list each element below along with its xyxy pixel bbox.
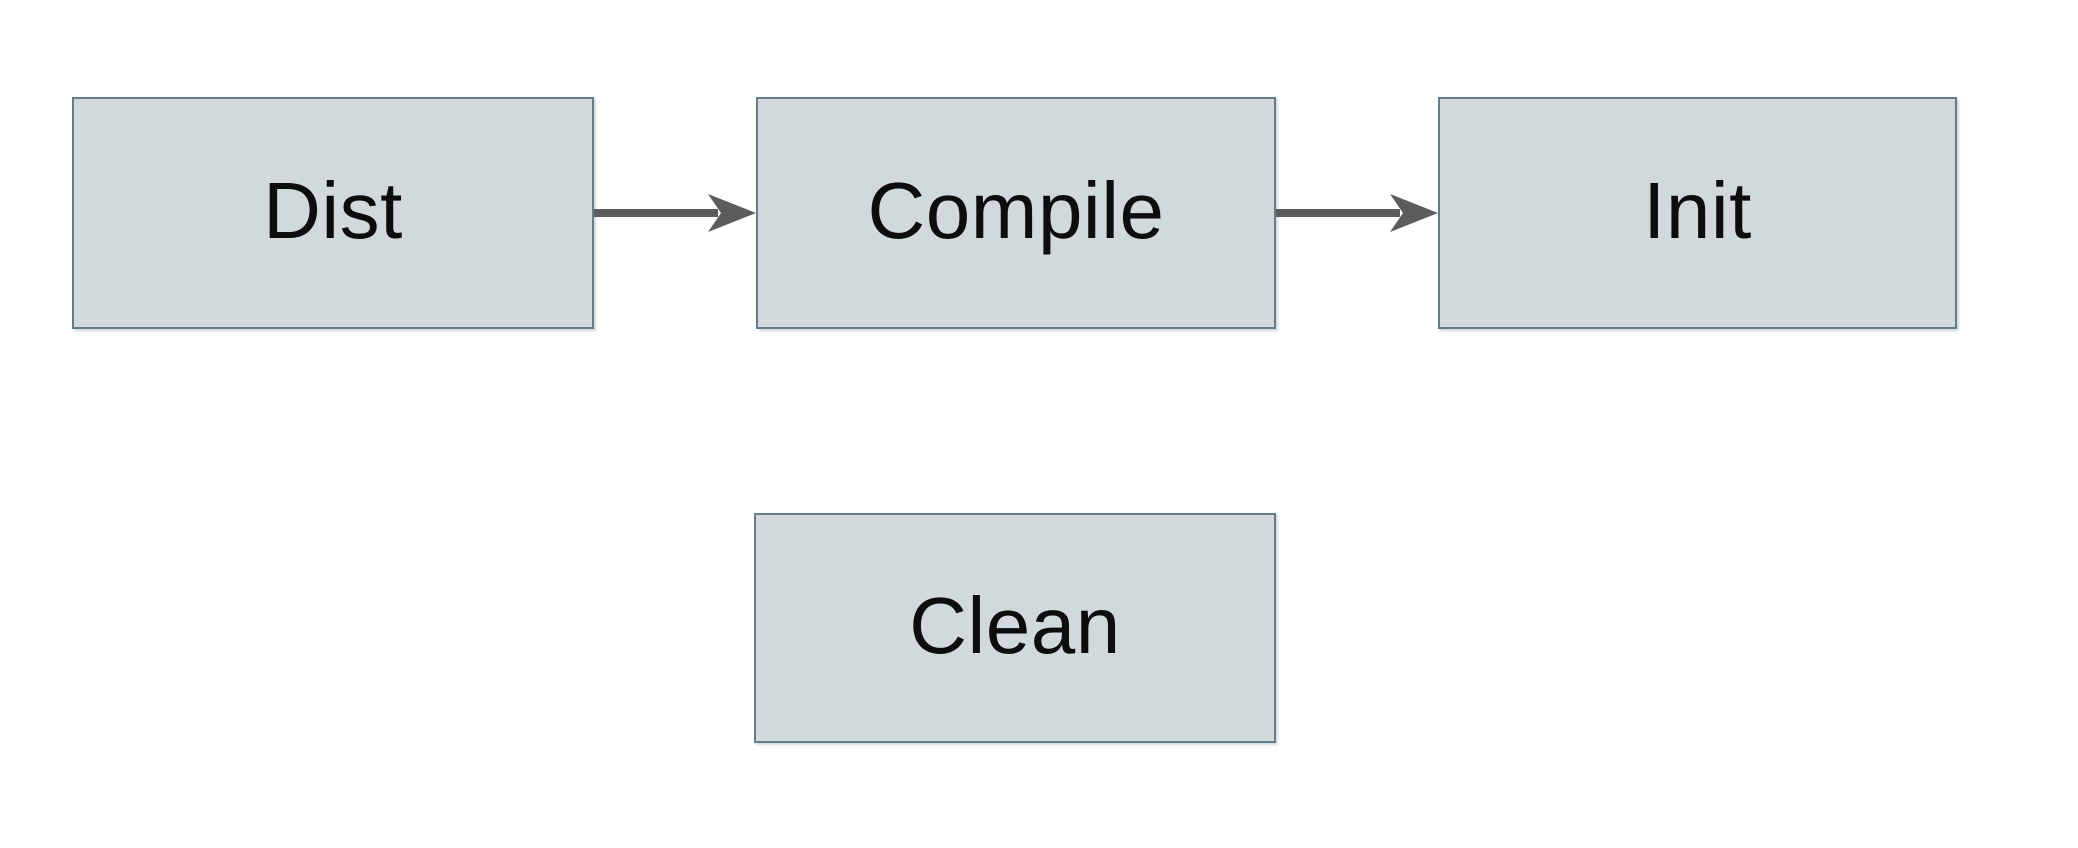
node-clean: Clean	[754, 513, 1276, 743]
node-dist-label: Dist	[263, 166, 403, 255]
arrow-head	[708, 194, 756, 232]
node-dist: Dist	[72, 97, 594, 329]
node-compile-label: Compile	[867, 166, 1165, 255]
node-clean-label: Clean	[909, 581, 1121, 670]
node-compile: Compile	[756, 97, 1276, 329]
node-init-label: Init	[1643, 166, 1752, 255]
arrow-dist-to-compile	[594, 194, 756, 232]
arrow-head	[1390, 194, 1438, 232]
arrow-compile-to-init	[1276, 194, 1438, 232]
node-init: Init	[1438, 97, 1957, 329]
